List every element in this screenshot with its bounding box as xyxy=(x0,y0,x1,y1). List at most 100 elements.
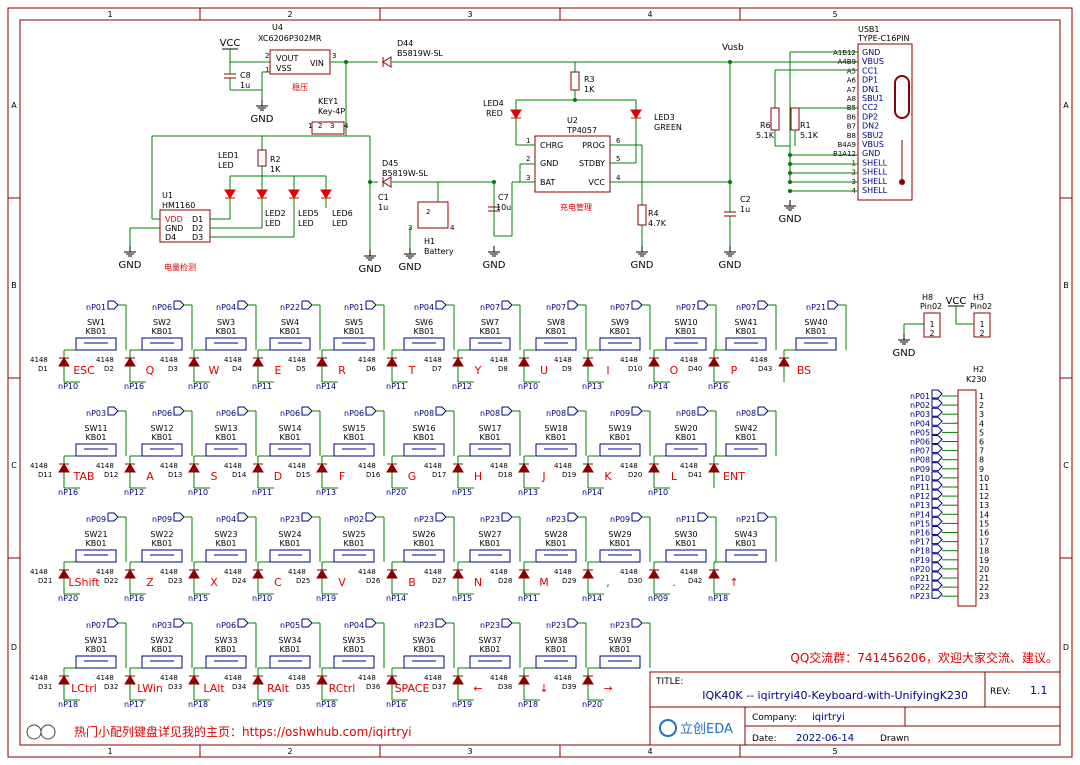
gnd-label: GND xyxy=(359,264,382,275)
column-net-label-flag xyxy=(107,512,119,522)
switch-ref: SW28 xyxy=(544,530,567,539)
row-net-label: nP10 xyxy=(58,382,78,391)
gnd-label: GND xyxy=(399,262,422,273)
h8-part: Pin02 xyxy=(920,302,942,311)
pin-number: 13 xyxy=(979,501,989,510)
diode-ref: D32 xyxy=(104,683,118,691)
switch-part: KB01 xyxy=(280,539,301,548)
u4-pinnum: 1 xyxy=(265,66,269,74)
usb-pin-label: CC1 xyxy=(862,66,878,75)
u2-pin-stdby: STDBY xyxy=(579,159,605,168)
h2-net-label-flag xyxy=(931,526,943,535)
column-net-label: nP05 xyxy=(280,621,300,630)
c8-ref: C8 xyxy=(240,71,251,80)
u1-pin-gnd: GND xyxy=(165,224,183,233)
switch-diode xyxy=(648,463,660,473)
row-net-label: nP12 xyxy=(124,488,144,497)
diode-ref: D31 xyxy=(38,683,52,691)
h2-body xyxy=(957,389,977,607)
sheet-inner-border xyxy=(19,19,1061,746)
h2-net-label-flag xyxy=(931,580,943,590)
switch-diode xyxy=(252,357,264,367)
rev-value: 1.1 xyxy=(1030,684,1048,697)
led4-color: RED xyxy=(486,109,503,118)
diode-ref: D12 xyxy=(104,471,118,479)
row-net-label: nP18 xyxy=(518,700,538,709)
switch-part: KB01 xyxy=(546,539,567,548)
c2-value: 1u xyxy=(740,205,750,214)
key-switch-icon xyxy=(269,337,311,351)
switch-part: KB01 xyxy=(344,433,365,442)
u2-pin-bat: BAT xyxy=(540,178,555,187)
switch-diode xyxy=(582,569,594,579)
switch-diode xyxy=(518,463,530,473)
switch-ref: SW21 xyxy=(84,530,107,539)
switch-part: KB01 xyxy=(806,327,827,336)
key-switch-icon xyxy=(205,655,247,669)
switch-ref: SW40 xyxy=(804,318,827,327)
h2-net-label-flag xyxy=(931,435,943,444)
diode-part: 4148 xyxy=(424,356,442,364)
pin-number: 4 xyxy=(979,419,984,428)
h1-body xyxy=(417,201,449,229)
key-label: C xyxy=(274,576,282,589)
switch-diode xyxy=(316,463,328,473)
diode-ref: D40 xyxy=(688,365,702,373)
switch-part: KB01 xyxy=(216,433,237,442)
d44-part: B5819W-SL xyxy=(397,49,443,58)
frame-row-label: B xyxy=(1063,281,1069,290)
pin-number: 2 xyxy=(979,401,984,410)
switch-diode xyxy=(252,569,264,579)
h1-pin: 4 xyxy=(450,224,455,232)
row-net-label: nP18 xyxy=(58,700,78,709)
diode-ref: D26 xyxy=(366,577,381,585)
company-value: iqirtryi xyxy=(812,712,845,723)
switch-ref: SW1 xyxy=(87,318,105,327)
row-net-label: nP12 xyxy=(452,382,472,391)
column-net-label: nP23 xyxy=(610,621,630,630)
pin-number: 2 xyxy=(979,329,984,338)
h2-net-label: nP16 xyxy=(910,529,930,538)
u1-body xyxy=(159,209,211,243)
switch-part: KB01 xyxy=(344,645,365,654)
switch-part: KB01 xyxy=(280,327,301,336)
led-diode xyxy=(320,189,332,199)
diode-ref: D35 xyxy=(296,683,310,691)
switch-ref: SW43 xyxy=(734,530,757,539)
usb-pin-number: B4A9 xyxy=(838,141,857,149)
row-net-label: nP20 xyxy=(386,488,406,497)
usb-pin-label: VBUS xyxy=(862,140,884,149)
diode-part: 4148 xyxy=(554,568,572,576)
frame-col-label: 1 xyxy=(107,10,112,19)
diode-ref: D30 xyxy=(628,577,642,585)
diode-part: 4148 xyxy=(424,568,442,576)
switch-ref: SW20 xyxy=(674,424,697,433)
h2-net-label: nP09 xyxy=(910,465,930,474)
row-net-label: nP10 xyxy=(188,488,208,497)
frame-row-label: D xyxy=(11,643,17,652)
row-net-label: nP16 xyxy=(58,488,78,497)
column-net-label: nP01 xyxy=(344,303,364,312)
c7-ref: C7 xyxy=(498,193,509,202)
column-net-label-flag xyxy=(631,512,643,522)
key1-body xyxy=(311,121,345,135)
u2-pin-vcc: VCC xyxy=(588,178,605,187)
column-net-label-flag xyxy=(567,618,579,628)
column-net-label-flag xyxy=(435,618,447,628)
u1-pin-d1: D1 xyxy=(192,215,203,224)
led4-diode xyxy=(510,109,522,119)
column-net-label-flag xyxy=(567,406,579,416)
row-net-label: nP20 xyxy=(58,594,78,603)
usb-pin-number: A7 xyxy=(847,86,856,94)
diode-part: 4148 xyxy=(224,568,242,576)
switch-part: KB01 xyxy=(546,433,567,442)
switch-part: KB01 xyxy=(152,539,173,548)
c1-value: 1u xyxy=(378,203,388,212)
column-net-label: nP07 xyxy=(546,303,566,312)
u4-pinnum: 2 xyxy=(265,52,269,60)
u2-pinnum: 5 xyxy=(616,155,620,163)
d45-diode xyxy=(382,176,392,188)
column-net-label-flag xyxy=(757,406,769,416)
diode-part: 4148 xyxy=(490,462,508,470)
key-label: Z xyxy=(146,576,154,589)
